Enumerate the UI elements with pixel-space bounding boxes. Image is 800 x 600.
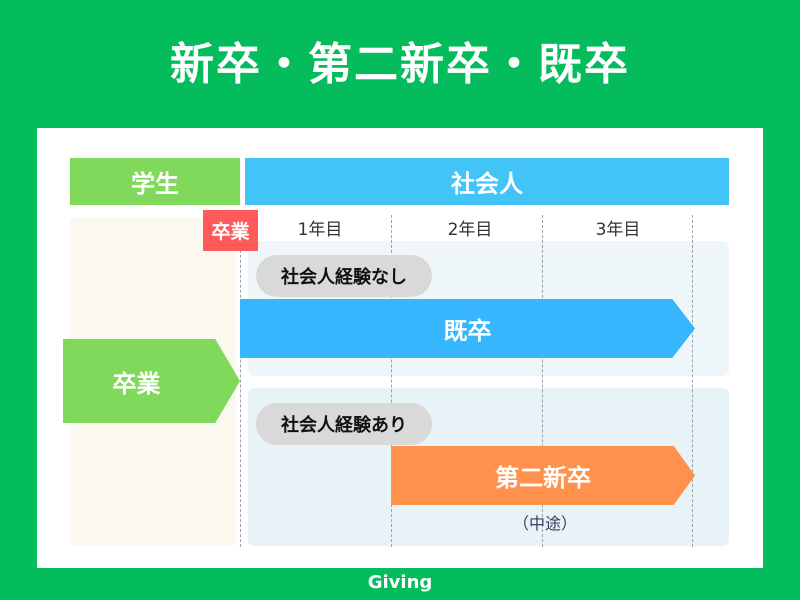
footer-brand: Giving	[367, 572, 433, 593]
divider-line	[240, 215, 241, 547]
experience-pill: 社会人経験あり	[256, 403, 432, 445]
kisotsu-arrow: 既卒	[240, 299, 695, 358]
graduation-arrow: 卒業	[63, 339, 240, 423]
year-label: 2年目	[447, 220, 493, 240]
daini-shinsotsu-arrow: 第二新卒	[391, 446, 695, 505]
divider-line	[692, 215, 693, 547]
no-experience-pill: 社会人経験なし	[256, 255, 432, 297]
header-student: 学生	[70, 158, 240, 205]
graduation-tag: 卒業	[203, 210, 258, 251]
divider-line	[542, 215, 543, 547]
year-label: 3年目	[595, 220, 641, 240]
page-title: 新卒・第二新卒・既卒	[170, 39, 630, 90]
year-label: 1年目	[297, 220, 343, 240]
header-working: 社会人	[245, 158, 729, 205]
divider-line	[391, 215, 392, 547]
mid-career-note: （中途）	[512, 514, 577, 533]
